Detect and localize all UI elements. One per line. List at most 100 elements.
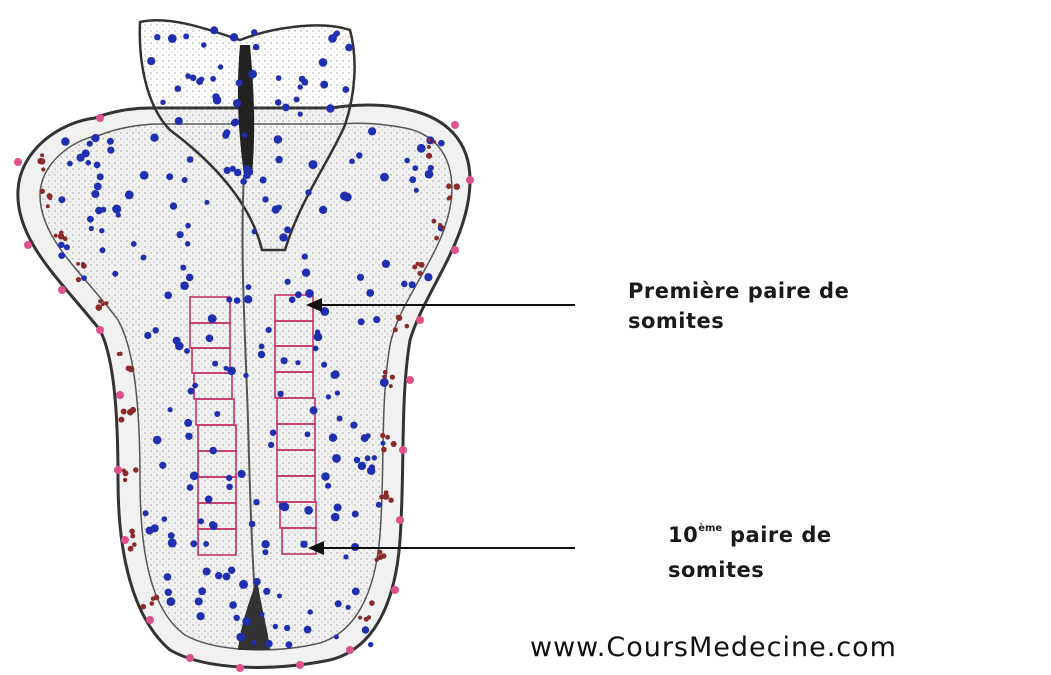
nucleus: [265, 640, 273, 648]
nucleus: [224, 167, 231, 174]
nucleus: [279, 233, 287, 241]
mesoderm-cell: [380, 433, 385, 438]
nucleus: [332, 454, 341, 463]
nucleus: [214, 411, 220, 417]
nucleus: [222, 132, 229, 139]
mesoderm-cell: [118, 352, 122, 356]
mesoderm-cell: [441, 226, 445, 230]
nucleus: [184, 348, 190, 354]
nucleus: [414, 188, 419, 193]
nucleus: [328, 34, 337, 43]
ectoderm-cell: [451, 121, 459, 129]
mesoderm-cell: [37, 158, 43, 164]
nucleus: [153, 327, 159, 333]
nucleus: [266, 327, 272, 333]
nucleus: [409, 176, 416, 183]
nucleus: [349, 159, 355, 165]
nucleus: [243, 165, 251, 173]
mesoderm-cell: [118, 417, 124, 423]
nucleus: [94, 162, 101, 169]
ectoderm-cell: [186, 654, 194, 662]
nucleus: [228, 567, 235, 574]
nucleus: [227, 367, 236, 376]
nucleus: [282, 104, 290, 112]
nucleus: [275, 99, 282, 106]
nucleus: [233, 99, 241, 107]
nucleus: [175, 117, 183, 125]
nucleus: [153, 436, 162, 445]
nucleus: [159, 462, 166, 469]
label-tenth-somite-pair: 10ème paire de somites: [668, 520, 832, 585]
ectoderm-cell: [296, 661, 304, 669]
nucleus: [381, 441, 386, 446]
nucleus: [337, 416, 343, 422]
nucleus: [358, 318, 365, 325]
nucleus: [300, 541, 307, 548]
nucleus: [382, 260, 390, 268]
nucleus: [164, 292, 172, 300]
nucleus: [151, 524, 159, 532]
nucleus: [262, 196, 268, 202]
nucleus: [366, 289, 374, 297]
mesoderm-cell: [76, 277, 81, 282]
nucleus: [310, 406, 318, 414]
nucleus: [188, 388, 195, 395]
nucleus: [260, 177, 267, 184]
mesoderm-cell: [382, 375, 386, 379]
nucleus: [304, 626, 312, 634]
label-tenth-line2: somites: [668, 555, 832, 585]
nucleus: [87, 141, 93, 147]
nucleus: [326, 104, 334, 112]
mesoderm-cell: [381, 447, 387, 453]
nucleus: [319, 206, 327, 214]
nucleus: [284, 226, 291, 233]
nucleus: [186, 274, 194, 282]
nucleus: [273, 624, 278, 629]
nucleus: [319, 58, 328, 67]
nucleus: [197, 612, 205, 620]
mesoderm-cell: [427, 139, 431, 143]
mesoderm-cell: [367, 615, 371, 619]
mesoderm-cell: [390, 375, 395, 380]
mesoderm-cell: [126, 366, 132, 372]
nucleus: [58, 196, 65, 203]
nucleus: [91, 134, 99, 142]
label-tenth-superscript: ème: [698, 523, 722, 534]
nucleus: [185, 223, 191, 229]
nucleus: [368, 127, 376, 135]
nucleus: [226, 297, 232, 303]
mesoderm-cell: [383, 370, 388, 375]
mesoderm-cell: [383, 493, 390, 500]
ectoderm-cell: [121, 536, 129, 544]
mesoderm-cell: [46, 204, 50, 208]
nucleus: [334, 504, 342, 512]
mesoderm-cell: [54, 234, 58, 238]
nucleus: [262, 549, 268, 555]
nucleus: [223, 573, 231, 581]
nucleus: [180, 281, 189, 290]
mesoderm-cell: [123, 478, 127, 482]
nucleus: [246, 284, 252, 290]
nucleus: [183, 33, 189, 39]
nucleus: [331, 371, 339, 379]
nucleus: [326, 394, 331, 399]
nucleus: [141, 255, 147, 261]
nucleus: [201, 42, 207, 48]
nucleus: [276, 205, 282, 211]
ectoderm-cell: [451, 246, 459, 254]
mesoderm-cell: [40, 189, 45, 194]
nucleus: [185, 241, 190, 246]
nucleus: [205, 200, 210, 205]
nucleus: [165, 589, 172, 596]
nucleus: [286, 641, 293, 648]
nucleus: [147, 57, 155, 65]
nucleus: [315, 334, 322, 341]
ectoderm-cell: [146, 616, 154, 624]
ectoderm-cell: [236, 664, 244, 672]
nucleus: [253, 578, 261, 586]
nucleus: [340, 192, 349, 201]
nucleus: [187, 484, 194, 491]
mesoderm-cell: [141, 604, 147, 610]
nucleus: [251, 29, 257, 35]
nucleus: [321, 362, 327, 368]
